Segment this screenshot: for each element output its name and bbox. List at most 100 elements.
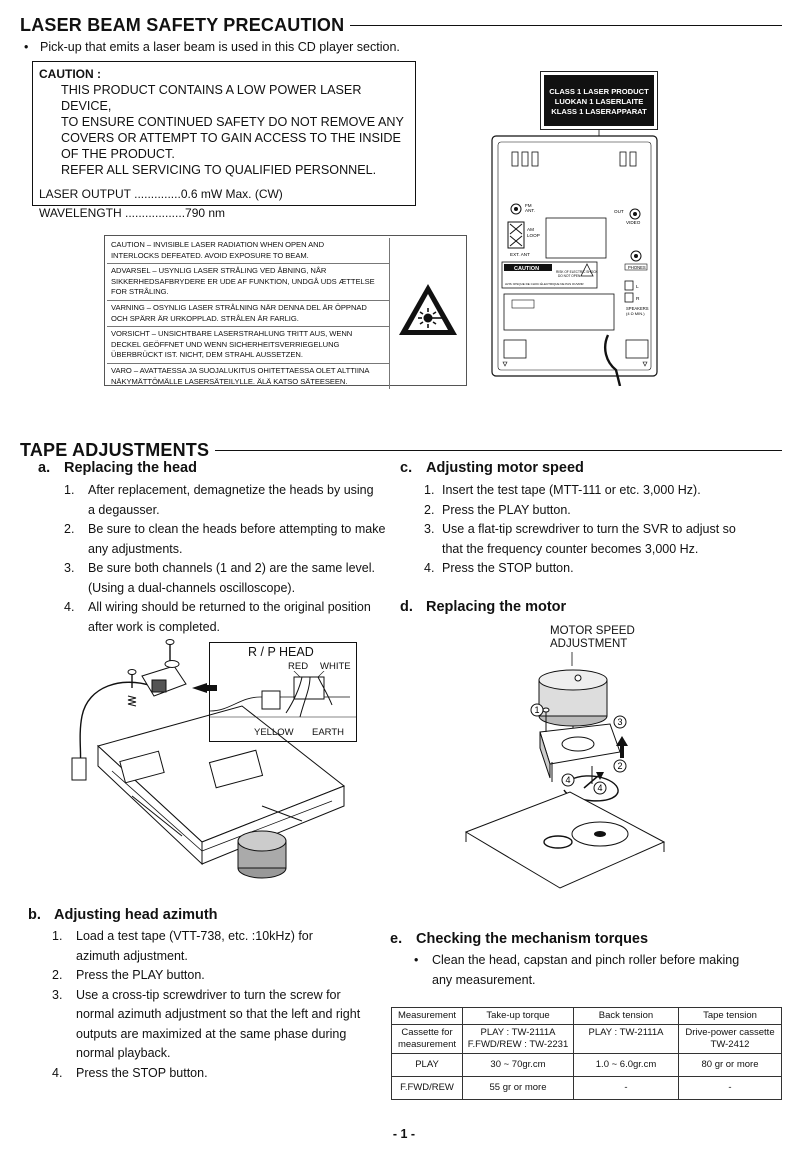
step-number xyxy=(64,540,88,560)
step-number: 2. xyxy=(424,502,435,517)
warning-line: SIKKERHEDSAFBRYDERE ER UDE AF FUNKTION, … xyxy=(111,276,375,286)
list-item: 3.Be sure both channels (1 and 2) are th… xyxy=(64,559,394,579)
tape-section-title: TAPE ADJUSTMENTS xyxy=(20,440,210,460)
video-text: VIDEO xyxy=(626,220,641,225)
list-item: 4.Press the STOP button. xyxy=(52,1064,392,1084)
table-header-cell: Back tension xyxy=(573,1007,679,1025)
step-text: normal azimuth adjustment so that the le… xyxy=(76,1007,361,1021)
list-item: 2. Press the PLAY button. xyxy=(424,501,784,521)
class1-line: LUOKAN 1 LASERLAITE xyxy=(554,97,644,106)
ohms-text: (4 Ω MIN.) xyxy=(626,311,645,316)
am-text: AM xyxy=(527,227,534,232)
step-text: azimuth adjustment. xyxy=(76,948,188,963)
list-item: that the frequency counter becomes 3,000… xyxy=(424,540,784,560)
laser-section-heading: LASER BEAM SAFETY PRECAUTION xyxy=(20,15,782,36)
caution-plate-text: CAUTION xyxy=(514,266,539,272)
head-replacement-diagram xyxy=(71,639,345,879)
warning-line: ADVARSEL – USYNLIG LASER STRÅLING VED ÅB… xyxy=(111,266,327,276)
panel-inner xyxy=(497,141,652,371)
steps-list-b: 1.Load a test tape (VTT-738, etc. :10kHz… xyxy=(52,927,392,1083)
list-item: 1.Insert the test tape (MTT-111 or etc. … xyxy=(424,481,784,501)
earth-wire-label: EARTH xyxy=(312,727,345,738)
white-wire-label: WHITE xyxy=(320,661,351,672)
laser-specs: LASER OUTPUT ..............0.6 mW Max. (… xyxy=(39,185,409,223)
phones-text: PHONES xyxy=(628,265,646,270)
caution-line: COVERS OR ATTEMPT TO GAIN ACCESS TO THE … xyxy=(61,131,401,145)
step-number xyxy=(64,501,88,521)
step-number xyxy=(52,1005,76,1025)
ext-ant-text: EXT. ANT xyxy=(510,252,530,257)
warning-line: INTERLOCKS DEFEATED. AVOID EXPOSURE TO B… xyxy=(111,250,309,260)
table-cell: PLAY xyxy=(391,1053,463,1077)
subsection-letter: c. xyxy=(400,460,413,476)
loop-text: LOOP xyxy=(527,233,540,238)
callout-circle xyxy=(613,715,627,729)
heading-rule xyxy=(215,450,782,451)
subsection-e-heading: e.Checking the mechanism torques xyxy=(390,931,648,947)
subsection-letter: d. xyxy=(400,599,413,615)
torque-table: Measurement Take-up torque Back tension … xyxy=(391,1007,782,1100)
torque-bullet: •Clean the head, capstan and pinch rolle… xyxy=(414,951,784,990)
fm-text: FM xyxy=(525,203,532,208)
list-item: normal playback. xyxy=(52,1044,392,1064)
caution-sub-text: DO NOT OPEN xyxy=(558,274,581,278)
table-cell: 55 gr or more xyxy=(462,1076,574,1100)
step-number: 3. xyxy=(424,522,435,536)
step-text: Press the PLAY button. xyxy=(442,502,571,517)
list-item: 3.Use a cross-tip screwdriver to turn th… xyxy=(52,986,392,1006)
subsection-title: Adjusting head azimuth xyxy=(54,907,218,923)
wavelength-value: 790 nm xyxy=(185,206,226,220)
caution-line: REFER ALL SERVICING TO QUALIFIED PERSONN… xyxy=(61,163,377,177)
heading-rule xyxy=(350,25,782,26)
corner-mark xyxy=(503,339,527,359)
wavelength-label: WAVELENGTH .................. xyxy=(39,206,186,220)
out-text: OUT xyxy=(614,209,624,214)
step-text: Press the STOP button. xyxy=(442,561,574,575)
laser-hazard-icon xyxy=(399,284,457,335)
table-cell: PLAY : TW-2111A xyxy=(573,1024,679,1054)
warning-row-da: ADVARSEL – USYNLIG LASER STRÅLING VED ÅB… xyxy=(107,264,389,301)
flywheel-hub xyxy=(594,831,606,837)
list-item: outputs are maximized at the same phase … xyxy=(52,1025,392,1045)
warning-line: FOR STRÅLING. xyxy=(111,287,169,297)
caution-plate-bar xyxy=(504,264,552,271)
callout-4b: 4 xyxy=(598,783,603,793)
laser-bullet: •Pick-up that emits a laser beam is used… xyxy=(24,40,400,54)
rp-head-inset: R / P HEAD RED WHITE YELLOW EARTH xyxy=(209,642,357,742)
fm-jack xyxy=(510,203,522,215)
rp-head-icon xyxy=(141,665,187,697)
callout-1: 1 xyxy=(535,705,540,715)
arrow-right-icon xyxy=(583,772,604,789)
motor-top xyxy=(237,830,287,852)
list-item: 3.Use a flat-tip screwdriver to turn the… xyxy=(424,520,784,540)
step-number xyxy=(424,540,442,560)
list-item: a degausser. xyxy=(64,501,394,521)
phones-jack-center xyxy=(634,254,638,258)
laser-caution-box: CAUTION : THIS PRODUCT CONTAINS A LOW PO… xyxy=(32,61,416,220)
lower-plate-slot xyxy=(511,299,535,309)
table-cell: - xyxy=(678,1076,782,1100)
subsection-c-heading: c.Adjusting motor speed xyxy=(400,460,584,476)
table-cell: 80 gr or more xyxy=(678,1053,782,1077)
shock-warning-icon xyxy=(580,263,594,277)
step-text: Insert the test tape (MTT-111 or etc. 3,… xyxy=(442,483,701,497)
bullet-text: Clean the head, capstan and pinch roller… xyxy=(432,953,740,967)
lower-plate xyxy=(503,293,615,331)
list-item: 2.Be sure to clean the heads before atte… xyxy=(64,520,394,540)
step-text: outputs are maximized at the same phase … xyxy=(76,1026,347,1041)
warning-line: ÜBERBRÜCKT IST. NICHT, DEM STRAHL AUSSET… xyxy=(111,350,303,360)
laser-output-label: LASER OUTPUT .............. xyxy=(39,187,181,201)
caution-plate xyxy=(501,261,598,289)
motor-icon xyxy=(538,669,608,727)
table-row: PLAY 30 ~ 70gr.cm 1.0 ~ 6.0gr.cm 80 gr o… xyxy=(391,1053,782,1077)
callout-circle xyxy=(530,703,544,717)
table-header-cell: Measurement xyxy=(391,1007,463,1025)
step-text: All wiring should be returned to the ori… xyxy=(88,600,371,614)
phones-label-box xyxy=(624,263,648,271)
motor-label-line: MOTOR SPEED xyxy=(550,625,635,637)
step-number: 2. xyxy=(64,522,75,536)
caution-line: TO ENSURE CONTINUED SAFETY DO NOT REMOVE… xyxy=(61,115,404,129)
spring-icon xyxy=(127,669,137,707)
center-plate xyxy=(545,217,607,259)
yellow-wire-label: YELLOW xyxy=(254,727,294,738)
